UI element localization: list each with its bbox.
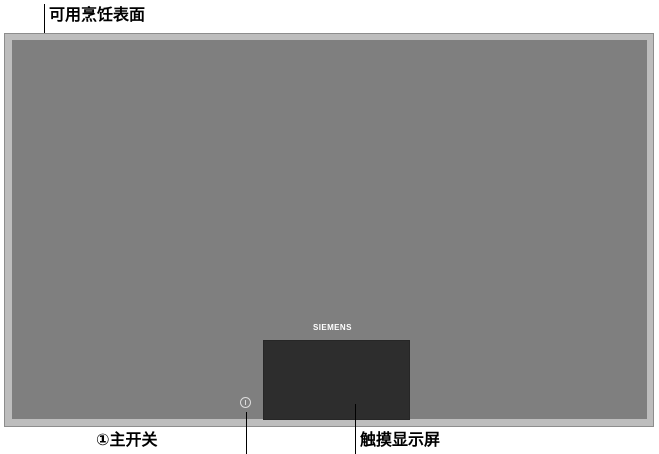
brand-logo-text: SIEMENS bbox=[313, 323, 352, 332]
power-icon bbox=[240, 397, 251, 408]
main-switch-leader-line bbox=[246, 412, 247, 454]
touch-display-label: 触摸显示屏 bbox=[360, 432, 441, 449]
cooking-surface-label: 可用烹饪表面 bbox=[49, 7, 146, 24]
touch-display-leader-line bbox=[355, 404, 356, 454]
touch-display bbox=[263, 340, 410, 420]
main-switch-label: ①主开关 bbox=[96, 432, 158, 449]
